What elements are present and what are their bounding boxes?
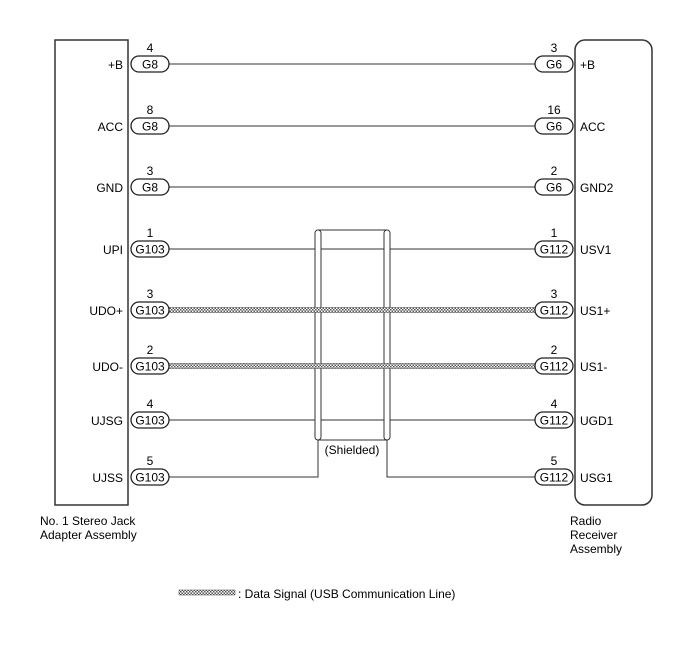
right-connector-label: G112: [540, 471, 569, 485]
left-pin-number: 2: [147, 343, 154, 357]
left-pin-number: 3: [147, 164, 154, 178]
left-connector-label: G103: [135, 360, 165, 374]
left-connector-label: G103: [135, 304, 165, 318]
left-pin-name: UJSS: [92, 471, 123, 485]
right-pin-number: 4: [551, 397, 558, 411]
right-connector-label: G6: [546, 58, 562, 72]
right-pin-name: GND2: [580, 181, 614, 195]
left-connector-label: G8: [142, 58, 158, 72]
right-pin-number: 1: [551, 226, 558, 240]
wire: [169, 440, 319, 478]
left-connector: [130, 468, 170, 486]
right-connector: [534, 117, 574, 135]
left-connector: [130, 178, 170, 196]
right-pin-number: 16: [547, 103, 561, 117]
left-component-box: [54, 39, 129, 506]
left-connector: [130, 117, 170, 135]
left-connector-label: G8: [142, 120, 158, 134]
right-pin-number: 2: [551, 164, 558, 178]
right-connector: [534, 411, 574, 429]
left-pin-name: UDO-: [92, 360, 123, 374]
data-signal-wire: [168, 307, 536, 313]
right-connector: [534, 301, 574, 319]
right-pin-name: US1+: [580, 304, 610, 318]
left-pin-name: ACC: [98, 120, 124, 134]
left-pin-number: 5: [147, 454, 154, 468]
right-pin-name: USG1: [580, 471, 613, 485]
left-pin-name: UPI: [103, 243, 123, 257]
wire: [386, 440, 535, 478]
left-pin-number: 4: [147, 41, 154, 55]
right-connector: [534, 357, 574, 375]
left-connector: [130, 301, 170, 319]
right-pin-name: UGD1: [580, 414, 614, 428]
left-pin-name: UDO+: [89, 304, 123, 318]
right-connector-label: G6: [546, 181, 562, 195]
right-connector-label: G112: [540, 304, 569, 318]
right-connector-label: G112: [540, 243, 569, 257]
right-connector-label: G112: [540, 414, 569, 428]
right-pin-name: +B: [580, 58, 595, 72]
left-pin-number: 3: [147, 287, 154, 301]
legend-text: : Data Signal (USB Communication Line): [238, 587, 455, 601]
left-connector: [130, 55, 170, 73]
shield: [314, 229, 391, 441]
right-pin-name: USV1: [580, 243, 612, 257]
right-connector: [534, 468, 574, 486]
left-pin-number: 1: [147, 226, 154, 240]
left-connector-label: G103: [135, 243, 165, 257]
shield-label: (Shielded): [325, 443, 380, 457]
right-connector-label: G112: [540, 360, 569, 374]
right-connector: [534, 240, 574, 258]
right-pin-number: 2: [551, 343, 558, 357]
left-pin-number: 4: [147, 397, 154, 411]
left-connector-label: G8: [142, 181, 158, 195]
data-signal-wire: [168, 363, 536, 369]
right-pin-number: 5: [551, 454, 558, 468]
left-pin-name: UJSG: [91, 414, 123, 428]
left-connector: [130, 240, 170, 258]
legend-data-signal-swatch: [178, 589, 236, 596]
right-pin-name: ACC: [580, 120, 606, 134]
right-component-box: [574, 39, 653, 506]
left-connector: [130, 411, 170, 429]
left-connector: [130, 357, 170, 375]
left-connector-label: G103: [135, 414, 165, 428]
right-connector: [534, 178, 574, 196]
left-pin-name: +B: [108, 58, 123, 72]
right-pin-number: 3: [551, 287, 558, 301]
right-pin-name: US1-: [580, 360, 607, 374]
left-pin-number: 8: [147, 103, 154, 117]
left-connector-label: G103: [135, 471, 165, 485]
right-pin-number: 3: [551, 41, 558, 55]
right-connector: [534, 55, 574, 73]
right-connector-label: G6: [546, 120, 562, 134]
left-pin-name: GND: [96, 181, 123, 195]
